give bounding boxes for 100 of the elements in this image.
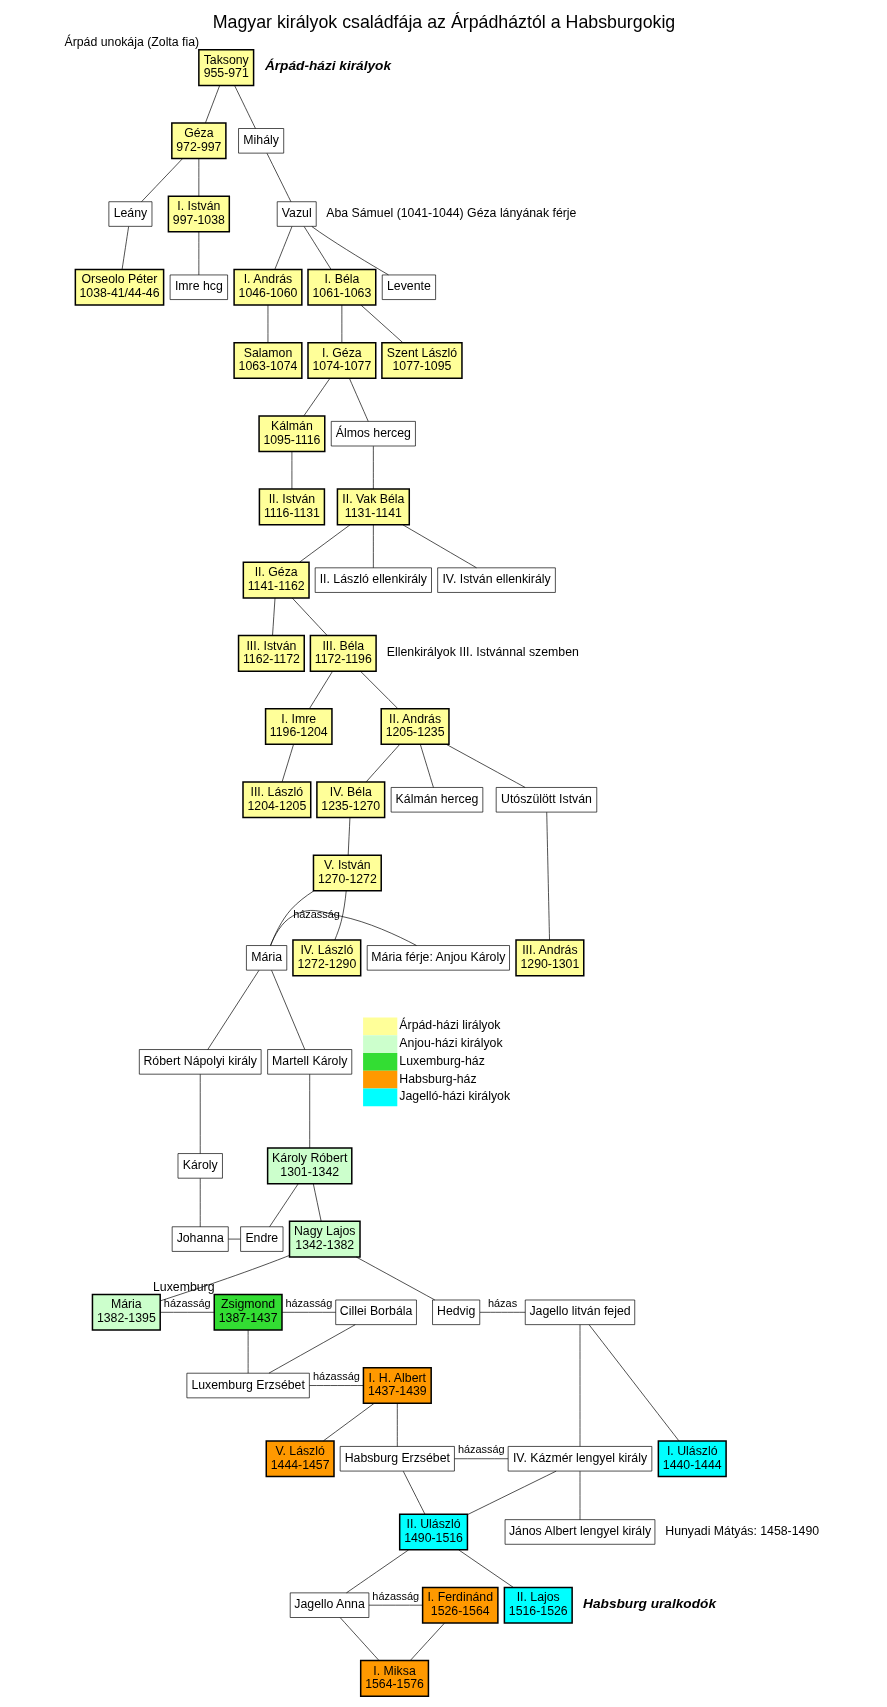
- node-box: I. Imre 1196-1204: [264, 708, 333, 746]
- connector: [345, 1549, 409, 1594]
- node-box: IV. István ellenkirály: [436, 567, 556, 593]
- node-box: I. Ulászló 1440-1444: [657, 1440, 727, 1478]
- node-box: II. Ulászló 1490-1516: [398, 1513, 468, 1551]
- connector: [457, 1549, 514, 1588]
- connector: [409, 1622, 445, 1661]
- connector: [545, 811, 550, 941]
- node-box: Taksony 955-971: [197, 49, 254, 87]
- label: Aba Sámuel (1041-1044) Géza lányának férje: [325, 206, 576, 221]
- connector: [159, 1311, 214, 1313]
- connector: [445, 744, 525, 788]
- node-box: V. István 1270-1272: [312, 854, 382, 892]
- connector: [298, 524, 350, 563]
- connector: [348, 378, 369, 422]
- node-box: II. András 1205-1235: [379, 708, 450, 746]
- connector: [227, 1238, 241, 1240]
- connector: [372, 445, 374, 490]
- node-box: IV. László 1272-1290: [291, 939, 361, 977]
- node-box: Zsigmond 1387-1437: [213, 1293, 283, 1331]
- node-box: I. András 1046-1060: [232, 268, 303, 306]
- connector: [579, 1324, 580, 1447]
- connector: [303, 378, 330, 417]
- connector: [199, 1178, 201, 1228]
- node-box: Utószülött István: [495, 787, 597, 813]
- node-box: I. István 997-1038: [167, 195, 230, 233]
- node-box: Róbert Nápolyi király: [138, 1049, 261, 1075]
- connector: [322, 1403, 374, 1442]
- connector: [308, 1074, 310, 1149]
- node-box: Károly: [177, 1153, 223, 1179]
- edge-label: házasság: [371, 1589, 419, 1602]
- connector: [402, 524, 477, 569]
- label: Hunyadi Mátyás: 1458-1490: [664, 1523, 819, 1538]
- node-box: Kálmán herceg: [390, 787, 483, 813]
- node-box: I. Miksa 1564-1576: [359, 1659, 429, 1697]
- node-box: Orseolo Péter 1038-41/44-46: [74, 268, 164, 306]
- node-box: Habsburg Erzsébet: [339, 1446, 455, 1472]
- node-box: Leány: [108, 201, 152, 227]
- edge-label: házasság: [292, 908, 340, 921]
- node-box: III. Béla 1172-1196: [309, 634, 377, 672]
- connector: [274, 226, 292, 270]
- connector: [266, 153, 291, 203]
- connector: [281, 744, 294, 783]
- connector: [360, 304, 403, 343]
- connector: [368, 1604, 423, 1606]
- node-box: Mária férje: Anjou Károly: [366, 945, 510, 971]
- node-box: Cillei Borbála: [334, 1299, 417, 1325]
- legend-label: Habsburg-ház: [398, 1071, 477, 1086]
- node-box: Vazul: [276, 201, 317, 227]
- connector: [365, 744, 400, 783]
- node-box: I. Géza 1074-1077: [306, 341, 376, 380]
- node-box: János Albert lengyel király: [504, 1519, 655, 1545]
- connector: [359, 670, 398, 709]
- connector: [334, 890, 347, 941]
- connector: [311, 226, 389, 276]
- node-box: IV. Béla 1235-1270: [315, 781, 385, 819]
- legend-label: Anjou-házi királyok: [398, 1036, 503, 1051]
- connector: [198, 158, 199, 197]
- node-box: Mihály: [237, 128, 284, 154]
- node-box: Levente: [381, 274, 436, 300]
- connector: [198, 231, 199, 276]
- node-label: Árpád unokája (Zolta fia): [63, 34, 199, 49]
- node-box: I. H. Albert 1437-1439: [362, 1367, 432, 1405]
- connector: [291, 451, 292, 490]
- node-box: Károly Róbert 1301-1342: [266, 1147, 353, 1185]
- connector: [308, 1385, 364, 1386]
- connector: [206, 969, 259, 1050]
- label: Habsburg uralkodók: [582, 1595, 716, 1611]
- node-box: Szent László 1077-1095: [380, 341, 463, 380]
- node-box: III. András 1290-1301: [514, 939, 584, 977]
- node-box: III. László 1204-1205: [241, 781, 311, 819]
- connector: [355, 1256, 435, 1301]
- connector: [579, 1470, 580, 1520]
- diagram-title: Magyar királyok családfája az Árpádháztól a Habsburgokig: [212, 11, 675, 32]
- node-box: Kálmán 1095-1116: [257, 415, 325, 453]
- connector: [419, 744, 434, 788]
- connector: [267, 304, 268, 343]
- connector: [271, 597, 275, 636]
- connector: [341, 304, 342, 343]
- edge-label: házasság: [312, 1369, 360, 1382]
- node-box: I. Béla 1061-1063: [306, 268, 376, 306]
- node-box: II. István 1116-1131: [258, 488, 325, 526]
- node-box: Johanna: [171, 1226, 229, 1252]
- connector: [453, 1458, 508, 1460]
- node-box: II. Lajos 1516-1526: [503, 1586, 573, 1624]
- node-box: Hedvig: [431, 1299, 480, 1325]
- node-box: Álmos herceg: [330, 421, 416, 447]
- connector: [402, 1470, 425, 1515]
- edge-label: házasság: [457, 1443, 505, 1456]
- node-box: Salamon 1063-1074: [232, 341, 303, 380]
- node-box: Mária: [245, 945, 287, 971]
- node-box: Luxemburg Erzsébet: [186, 1372, 310, 1399]
- edge-label: házasság: [284, 1296, 332, 1309]
- label: Ellenkirályok III. Istvánnal szemben: [386, 645, 579, 660]
- connector: [204, 85, 220, 124]
- connector: [308, 670, 333, 709]
- connector: [312, 1183, 321, 1222]
- connector: [199, 1074, 201, 1154]
- legend-label: Árpád-házi lirályok: [398, 1018, 501, 1033]
- node-box: III. István 1162-1172: [237, 634, 305, 672]
